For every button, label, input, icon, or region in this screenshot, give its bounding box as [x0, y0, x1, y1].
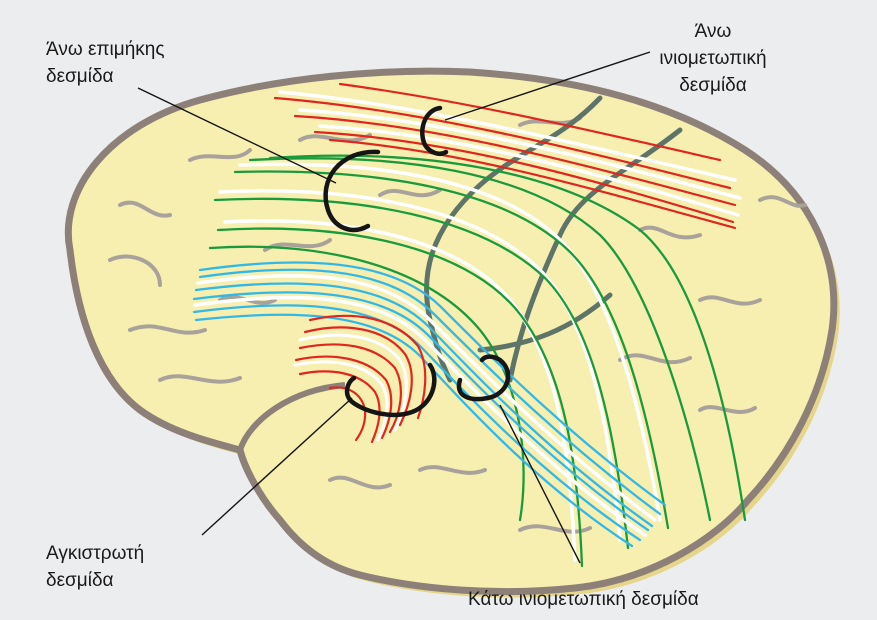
superior-longitudinal-label: Άνω επιμήκης δεσμίδα — [46, 36, 165, 90]
inferior-occipitofrontal-label: Κάτω ινιομετωπική δεσμίδα — [468, 586, 699, 613]
superior-occipitofrontal-label-line2: ινιομετωπική — [648, 45, 778, 72]
superior-occipitofrontal-label-line3: δεσμίδα — [648, 72, 778, 99]
uncinate-label-line2: δεσμίδα — [46, 567, 144, 594]
uncinate-label-line1: Αγκιστρωτή — [46, 540, 144, 567]
superior-occipitofrontal-label-line1: Άνω — [648, 18, 778, 45]
superior-longitudinal-label-line1: Άνω επιμήκης — [46, 36, 165, 63]
superior-longitudinal-label-line2: δεσμίδα — [46, 63, 165, 90]
uncinate-label: Αγκιστρωτή δεσμίδα — [46, 540, 144, 594]
inferior-occipitofrontal-label-text: Κάτω ινιομετωπική δεσμίδα — [468, 586, 699, 613]
superior-occipitofrontal-label: Άνω ινιομετωπική δεσμίδα — [648, 18, 778, 99]
